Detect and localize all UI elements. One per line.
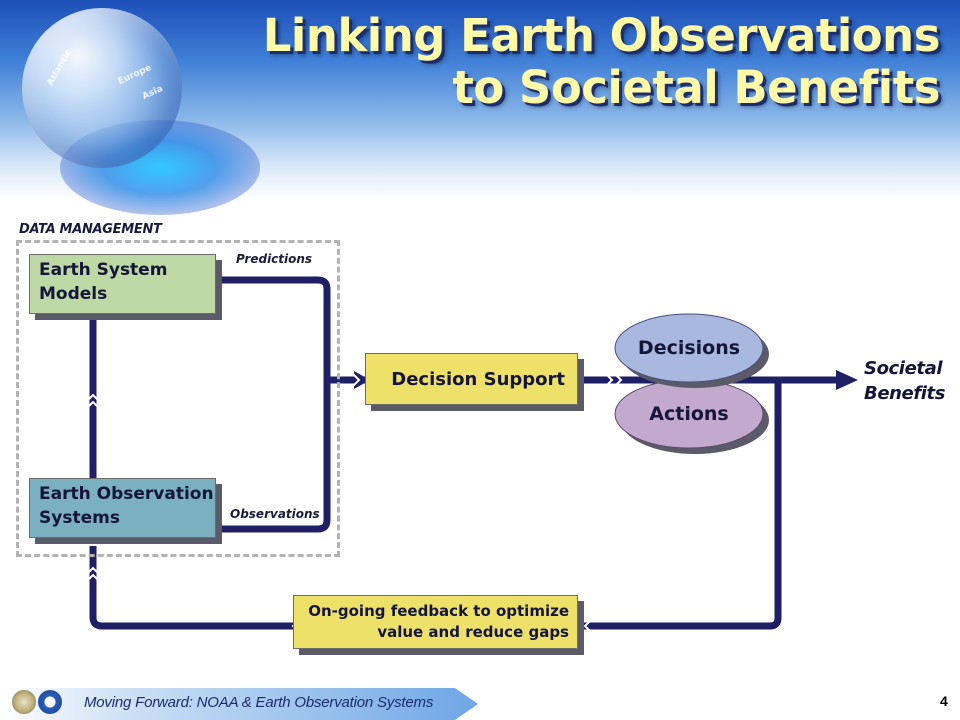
decisions-label: Decisions — [637, 337, 741, 359]
observations-line — [216, 380, 331, 533]
commerce-seal-icon — [12, 690, 36, 714]
decisions-ellipse — [614, 313, 764, 383]
models-line1: Earth System — [39, 260, 168, 280]
models-line2: Models — [39, 284, 108, 304]
slide-title: Linking Earth Observations to Societal B… — [262, 9, 941, 114]
support-arrowhead — [354, 371, 370, 389]
slide-title-line1: Linking Earth Observations — [262, 9, 941, 62]
data-management-label: DATA MANAGEMENT — [19, 222, 162, 237]
feedback-loop-right — [578, 380, 782, 630]
noaa-logo-icon — [38, 690, 62, 714]
predictions-line — [216, 276, 365, 384]
slide-title-line2: to Societal Benefits — [452, 61, 940, 114]
chevron-predictions — [351, 372, 361, 388]
actions-label: Actions — [649, 403, 729, 425]
globe-image: Europe Asia Atlantic — [22, 8, 182, 168]
societal-benefits-label: Societal Benefits — [864, 356, 945, 406]
chevron-up-2 — [85, 400, 101, 410]
chevron-up-4 — [85, 573, 101, 583]
chevron-ellipse-1 — [604, 372, 614, 388]
societal-line1: Societal — [864, 358, 943, 379]
chevron-feedback-right — [583, 618, 593, 634]
feedback-line1: On-going feedback to optimize — [308, 602, 569, 620]
page-number: 4 — [940, 693, 948, 709]
societal-line2: Benefits — [864, 383, 946, 404]
footer-bar — [0, 688, 478, 720]
feedback-line2: value and reduce gaps — [377, 623, 569, 641]
chevron-ellipse-2 — [613, 372, 623, 388]
decision-support-box: Decision Support — [365, 353, 578, 405]
earth-system-models-box: Earth System Models — [29, 254, 216, 314]
predictions-label: Predictions — [236, 252, 313, 266]
earth-observation-systems-box: Earth Observation Systems — [29, 478, 216, 538]
observations-line2: Systems — [39, 508, 120, 528]
benefits-arrowhead — [836, 370, 858, 390]
feedback-loop-left — [89, 546, 293, 630]
chevron-up-3 — [85, 566, 101, 576]
data-management-group — [16, 240, 340, 557]
observations-line1: Earth Observation — [39, 484, 214, 504]
footer-text: Moving Forward: NOAA & Earth Observation… — [84, 694, 434, 711]
chevron-up-1 — [85, 393, 101, 403]
feedback-box: On-going feedback to optimize value and … — [293, 595, 578, 649]
observations-label: Observations — [230, 507, 320, 521]
